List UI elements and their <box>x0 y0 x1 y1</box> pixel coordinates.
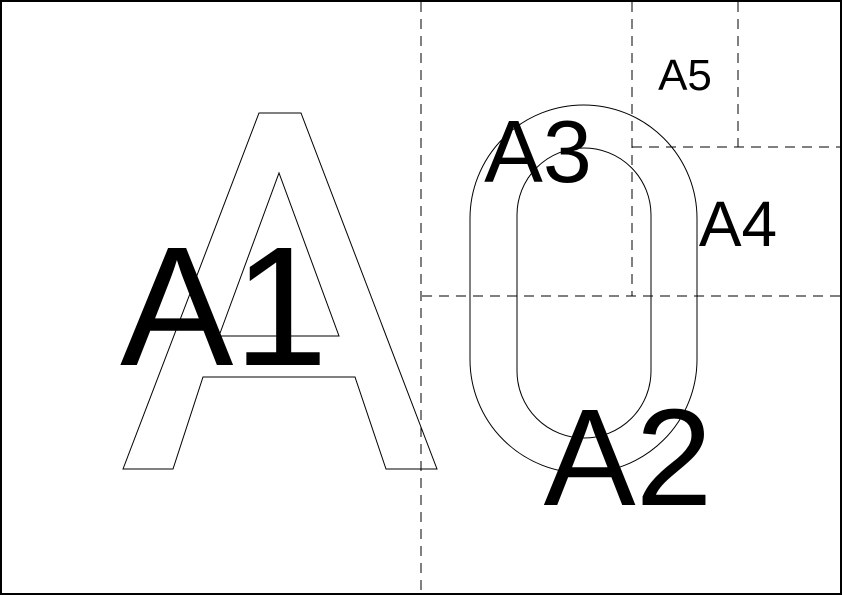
outline-digit-zero: 0 <box>469 104 698 474</box>
label-a4: A4 <box>699 188 777 260</box>
label-a3: A3 <box>484 102 592 201</box>
outline-letter-a: A <box>122 112 438 470</box>
label-a5: A5 <box>658 51 712 100</box>
label-a2: A2 <box>544 381 713 535</box>
label-a1: A1 <box>120 212 328 402</box>
